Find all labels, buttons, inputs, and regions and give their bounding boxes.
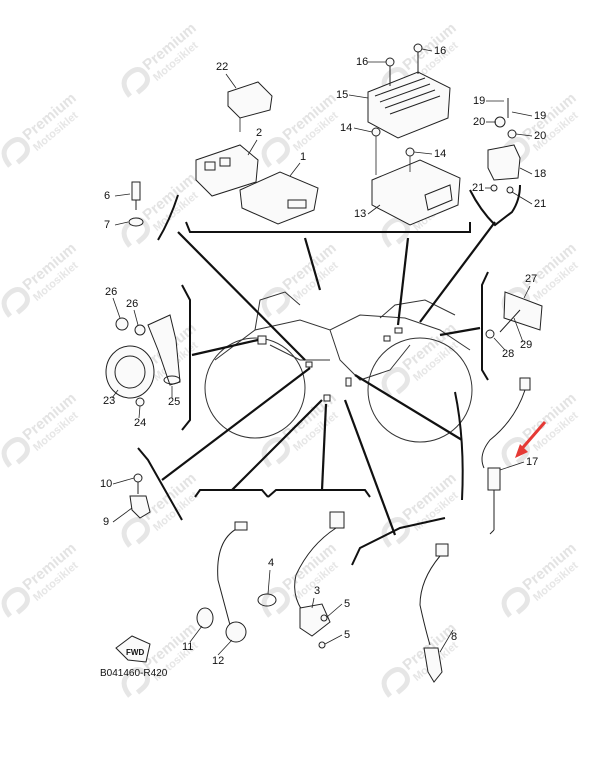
callout-23: 23 <box>103 395 115 407</box>
ecu-module <box>239 171 319 225</box>
callout-13: 13 <box>354 208 366 220</box>
callout-28: 28 <box>502 348 514 360</box>
callout-16a: 16 <box>356 56 368 68</box>
horn-assembly <box>105 314 181 407</box>
callout-labels: 22 2 1 6 7 16 16 15 14 14 13 19 19 20 20… <box>100 45 546 667</box>
callout-12: 12 <box>212 655 224 667</box>
temp-sensor <box>128 181 144 227</box>
callout-14a: 14 <box>340 122 352 134</box>
callout-19a: 19 <box>473 95 485 107</box>
callout-4: 4 <box>268 557 274 569</box>
callout-10: 10 <box>100 478 112 490</box>
callout-7: 7 <box>104 219 110 231</box>
rectifier-regulator <box>367 43 461 226</box>
callout-27: 27 <box>525 273 537 285</box>
group-brackets <box>137 184 521 566</box>
connector-block <box>195 144 259 197</box>
diagram-reference-code: B041460-R420 <box>100 668 168 679</box>
callout-26b: 26 <box>126 298 138 310</box>
fwd-label: FWD <box>126 648 144 657</box>
relay-unit <box>227 81 273 132</box>
callout-3: 3 <box>314 585 320 597</box>
lean-angle-sensor <box>487 98 521 194</box>
speed-sensor <box>196 521 248 643</box>
callout-16b: 16 <box>434 45 446 57</box>
fwd-arrow-icon: FWD <box>115 635 151 663</box>
highlight-arrow <box>515 421 547 458</box>
callout-21a: 21 <box>472 182 484 194</box>
callout-17: 17 <box>526 456 538 468</box>
callout-8: 8 <box>451 631 457 643</box>
callout-leaders <box>111 48 533 656</box>
callout-9: 9 <box>103 516 109 528</box>
group-connector-lines <box>161 221 496 536</box>
callout-21b: 21 <box>534 198 546 210</box>
oxygen-sensor <box>419 543 449 683</box>
callout-26a: 26 <box>105 286 117 298</box>
motorcycle-outline <box>204 291 473 443</box>
crank-sensor <box>129 473 151 519</box>
callout-20b: 20 <box>534 130 546 142</box>
o2-sensor-lead <box>481 377 531 535</box>
callout-6: 6 <box>104 190 110 202</box>
callout-5a: 5 <box>344 598 350 610</box>
callout-24: 24 <box>134 417 146 429</box>
callout-18: 18 <box>534 168 546 180</box>
callout-25: 25 <box>168 396 180 408</box>
callout-20a: 20 <box>473 116 485 128</box>
callout-1: 1 <box>300 151 306 163</box>
throttle-sensor <box>257 511 345 649</box>
callout-2: 2 <box>256 127 262 139</box>
callout-15: 15 <box>336 89 348 101</box>
callout-22: 22 <box>216 61 228 73</box>
callout-29: 29 <box>520 339 532 351</box>
callout-14b: 14 <box>434 148 446 160</box>
callout-19b: 19 <box>534 110 546 122</box>
reflector-plate <box>485 291 543 339</box>
callout-11: 11 <box>182 641 193 653</box>
callout-5b: 5 <box>344 629 350 641</box>
